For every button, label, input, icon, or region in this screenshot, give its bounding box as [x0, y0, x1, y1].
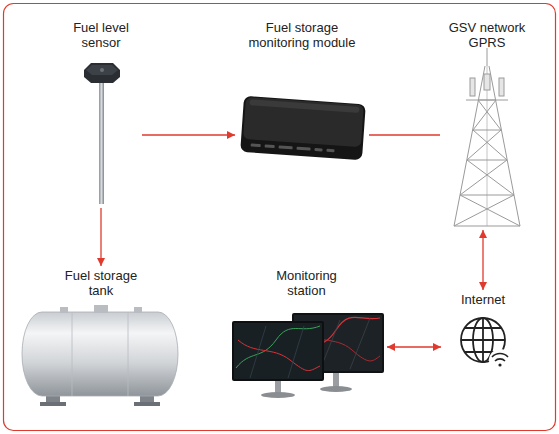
node-label: Fuel storage tank: [56, 268, 146, 298]
internet-node: Internet: [443, 292, 523, 370]
station-node: Monitoring station: [228, 268, 385, 403]
module-node: Fuel storage monitoring module: [237, 20, 367, 165]
node-label: GSV network GPRS: [442, 20, 532, 50]
tank-node: Fuel storage tank: [20, 268, 182, 408]
connector-arrow: [387, 346, 441, 347]
node-label: Fuel storage monitoring module: [237, 20, 367, 50]
frame-border: [4, 4, 556, 431]
node-label: Internet: [443, 292, 523, 307]
monitors-illustration: [232, 313, 384, 398]
connector-arrow: [142, 134, 235, 135]
tower-illustration: [454, 48, 520, 226]
sensor-node: Fuel level sensor: [62, 20, 140, 206]
connector-arrow: [369, 134, 440, 135]
module-illustration: [240, 96, 366, 160]
connector-arrow: [482, 230, 483, 290]
node-label: Monitoring station: [267, 268, 347, 298]
sensor-illustration: [84, 63, 120, 204]
connector-arrow: [100, 208, 101, 266]
node-label: Fuel level sensor: [62, 20, 140, 50]
tower-node: GSV network GPRS: [442, 20, 532, 228]
globe-icon: [461, 318, 511, 371]
tank-illustration: [22, 305, 178, 406]
